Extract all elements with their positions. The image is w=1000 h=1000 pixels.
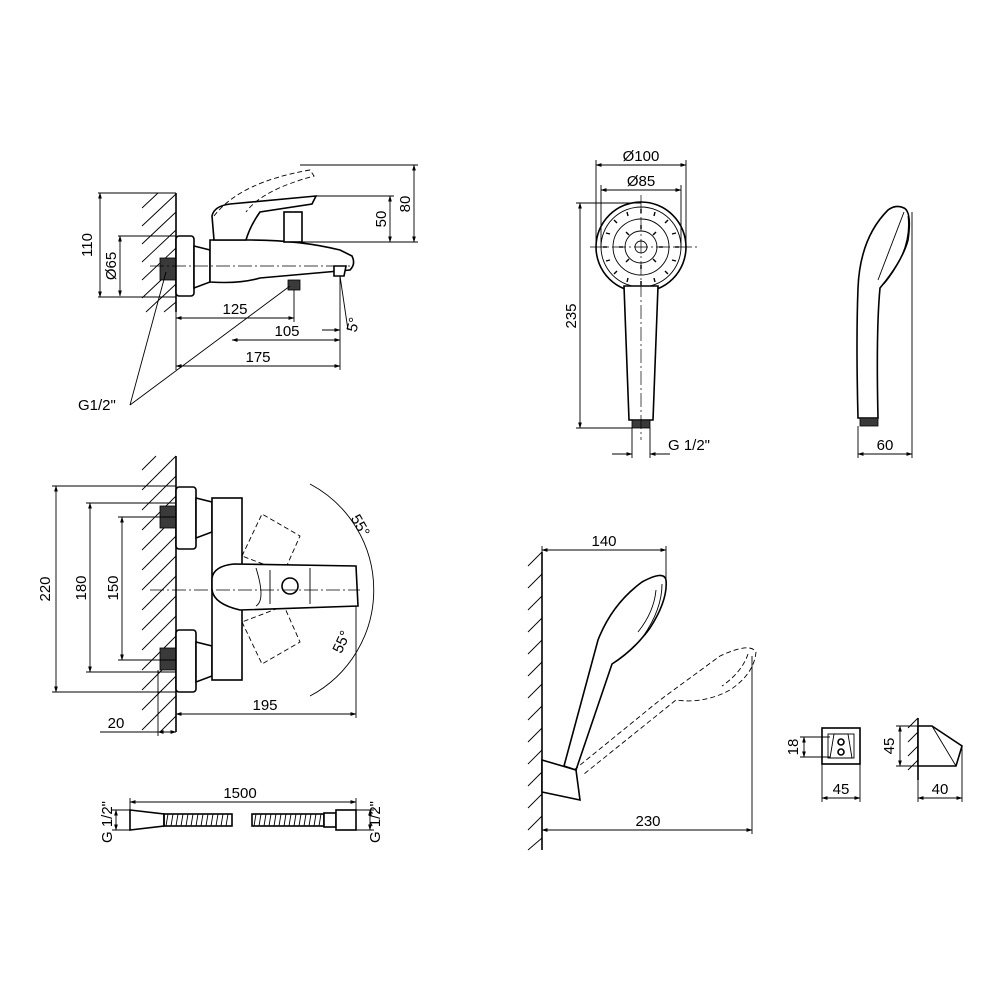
dim-110: 110 bbox=[79, 233, 96, 257]
diverter-knob bbox=[283, 211, 303, 243]
shower-side-profile bbox=[856, 205, 911, 419]
dim-175: 175 bbox=[245, 349, 270, 366]
faucet-top-view: 55° 55° 220 180 150 195 20 bbox=[37, 455, 375, 736]
spout-tip bbox=[333, 265, 347, 277]
handshower-front-view: Ø100 Ø85 235 G 1/2" bbox=[563, 148, 710, 458]
hose-cone-end bbox=[129, 809, 165, 831]
lever-handle bbox=[211, 195, 318, 241]
dim-18: 18 bbox=[785, 739, 802, 756]
wall-hatch-top bbox=[141, 455, 177, 733]
dim-20: 20 bbox=[108, 715, 125, 732]
dim-1500: 1500 bbox=[223, 785, 256, 802]
wall-hatch-small bbox=[907, 717, 919, 780]
thread-g12: G 1/2" bbox=[668, 437, 710, 454]
lever-top bbox=[211, 563, 359, 611]
hose-right-coil bbox=[251, 813, 325, 827]
lower-wall-thread bbox=[159, 647, 177, 671]
dim-220: 220 bbox=[37, 576, 54, 601]
dim-45-side: 45 bbox=[881, 738, 898, 755]
faucet-side-view: 110 Ø65 50 80 125 105 175 5° G1/2" bbox=[78, 164, 418, 414]
dim-45-front: 45 bbox=[833, 781, 850, 798]
dim-180: 180 bbox=[73, 575, 90, 600]
faucet-body bbox=[209, 239, 355, 284]
eccentric-connector bbox=[193, 244, 211, 290]
side-thread bbox=[859, 417, 879, 427]
dim-60: 60 bbox=[877, 437, 894, 454]
dim-d85: Ø85 bbox=[627, 173, 655, 190]
shower-in-holder bbox=[563, 574, 667, 772]
angle-5: 5° bbox=[344, 316, 364, 334]
hose-nut bbox=[323, 812, 337, 828]
dim-50: 50 bbox=[373, 211, 390, 228]
angle-55-upper: 55° bbox=[347, 512, 373, 540]
dim-80: 80 bbox=[397, 196, 414, 213]
angle-55-lower: 55° bbox=[329, 628, 354, 656]
hose-view: 1500 G 1/2" G 1/2" bbox=[99, 785, 384, 843]
dim-d65: Ø65 bbox=[103, 252, 120, 280]
holder-side-body bbox=[917, 725, 963, 767]
dim-195: 195 bbox=[252, 697, 277, 714]
handshower-side-view: 60 bbox=[856, 205, 913, 458]
holder-side-view: 45 40 bbox=[881, 717, 963, 802]
dim-230: 230 bbox=[635, 813, 660, 830]
wall-hatch bbox=[141, 192, 177, 313]
holder-front-view: 18 45 bbox=[785, 727, 861, 802]
hose-thread-right: G 1/2" bbox=[367, 801, 384, 843]
dim-105: 105 bbox=[274, 323, 299, 340]
lever-center-cap bbox=[281, 577, 299, 595]
outlet-thread bbox=[287, 279, 301, 291]
lower-flange bbox=[175, 629, 197, 693]
wall-hatch-holder bbox=[527, 551, 543, 851]
wall-thread bbox=[159, 257, 177, 281]
hose-thread-left: G 1/2" bbox=[99, 801, 116, 843]
dim-40: 40 bbox=[932, 781, 949, 798]
dim-140: 140 bbox=[591, 533, 616, 550]
dim-d100: Ø100 bbox=[623, 148, 660, 165]
holder-assembly-view: 140 230 bbox=[527, 533, 757, 851]
shower-nozzles bbox=[603, 209, 679, 285]
hose-end-fitting bbox=[335, 809, 357, 831]
upper-flange bbox=[175, 486, 197, 550]
hose-left-coil bbox=[163, 813, 233, 827]
dim-125: 125 bbox=[222, 301, 247, 318]
dim-150: 150 bbox=[105, 575, 122, 600]
thread-label: G1/2" bbox=[78, 397, 116, 414]
dim-235: 235 bbox=[563, 303, 580, 328]
